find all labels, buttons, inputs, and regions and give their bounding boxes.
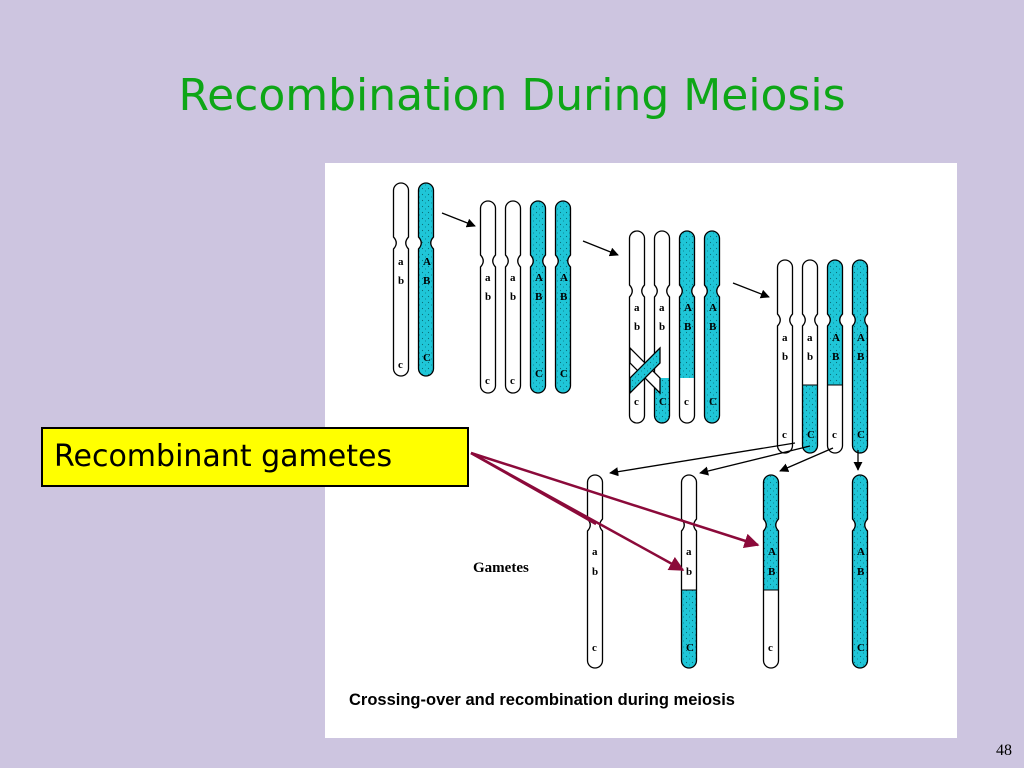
allele-label: a [782, 332, 788, 344]
allele-label: b [807, 351, 813, 363]
allele-label: B [423, 275, 431, 287]
allele-label: A [857, 546, 865, 558]
gamete-3: ABc [762, 474, 780, 669]
allele-label: b [659, 321, 665, 333]
allele-label: A [423, 256, 431, 268]
allele-label: c [398, 359, 403, 371]
chromosome-1-white: ab c [392, 182, 410, 377]
allele-label: c [782, 429, 787, 441]
allele-label: a [510, 272, 516, 284]
allele-label: c [485, 375, 490, 387]
allele-label: B [768, 566, 776, 578]
crossover-chromatid-2: abC [653, 230, 671, 424]
allele-label: b [592, 566, 598, 578]
allele-label: A [832, 332, 840, 344]
allele-label: a [398, 256, 404, 268]
allele-label: c [684, 396, 689, 408]
chromosome-1-blue: AB C [417, 182, 435, 377]
allele-label: a [592, 546, 598, 558]
allele-label: C [807, 429, 815, 441]
allele-label: A [560, 272, 568, 284]
allele-label: b [782, 351, 788, 363]
allele-label: B [684, 321, 692, 333]
callout-arrow-gamete-3 [470, 451, 760, 549]
allele-label: A [768, 546, 776, 558]
allele-label: A [684, 302, 692, 314]
allele-label: B [709, 321, 717, 333]
allele-label: b [634, 321, 640, 333]
callout-arrow-line [470, 451, 597, 526]
sister-chromatid-blue-2: AB C [554, 200, 572, 394]
slide-title: Recombination During Meiosis [178, 70, 846, 121]
slide-number: 48 [996, 742, 1012, 759]
allele-label: b [485, 291, 491, 303]
allele-label: b [398, 275, 404, 287]
stage-arrows [441, 212, 863, 477]
allele-label: C [659, 396, 667, 408]
allele-label: C [857, 642, 865, 654]
crossover-chromatid-4: AB C [703, 230, 721, 424]
allele-label: c [510, 375, 515, 387]
allele-label: c [592, 642, 597, 654]
figure-caption: Crossing-over and recombination during m… [349, 691, 735, 709]
crossover-strands [629, 346, 661, 395]
chromosomes-group: abcABCabcabcABCABCabcabCABcABCabcabCABcA… [392, 182, 869, 669]
allele-label: c [634, 396, 639, 408]
sister-chromatid-white-2: ab c [504, 200, 522, 394]
recombinant-gametes-callout: Recombinant gametes [41, 427, 469, 487]
allele-label: b [510, 291, 516, 303]
allele-label: C [686, 642, 694, 654]
chromosome-diagram-svg: abcABCabcabcABCABCabcabCABcABCabcabCABcA… [349, 182, 869, 709]
allele-label: b [686, 566, 692, 578]
crossover-chromatid-3: ABc [678, 230, 696, 424]
allele-label: a [634, 302, 640, 314]
allele-label: B [535, 291, 543, 303]
allele-label: a [485, 272, 491, 284]
allele-label: B [857, 351, 865, 363]
allele-label: a [686, 546, 692, 558]
chromatid-4-4: AB C [851, 259, 869, 454]
allele-label: c [768, 642, 773, 654]
chromatid-4-1: ab c [776, 259, 794, 454]
allele-label: a [807, 332, 813, 344]
allele-label: B [560, 291, 568, 303]
allele-label: C [560, 368, 568, 380]
chromatid-4-2: abC [801, 259, 819, 454]
allele-label: C [709, 396, 717, 408]
gametes-label: Gametes [473, 560, 529, 576]
allele-label: C [423, 352, 431, 364]
allele-label: A [535, 272, 543, 284]
allele-label: A [709, 302, 717, 314]
allele-label: A [857, 332, 865, 344]
gamete-2: abC [680, 474, 698, 669]
sister-chromatid-white-1: ab c [479, 200, 497, 394]
allele-label: B [857, 566, 865, 578]
gamete-4: AB C [851, 474, 869, 669]
allele-label: c [832, 429, 837, 441]
allele-label: C [535, 368, 543, 380]
allele-label: a [659, 302, 665, 314]
allele-label: B [832, 351, 840, 363]
allele-label: C [857, 429, 865, 441]
chromatid-4-3: ABc [826, 259, 844, 454]
sister-chromatid-blue-1: AB C [529, 200, 547, 394]
